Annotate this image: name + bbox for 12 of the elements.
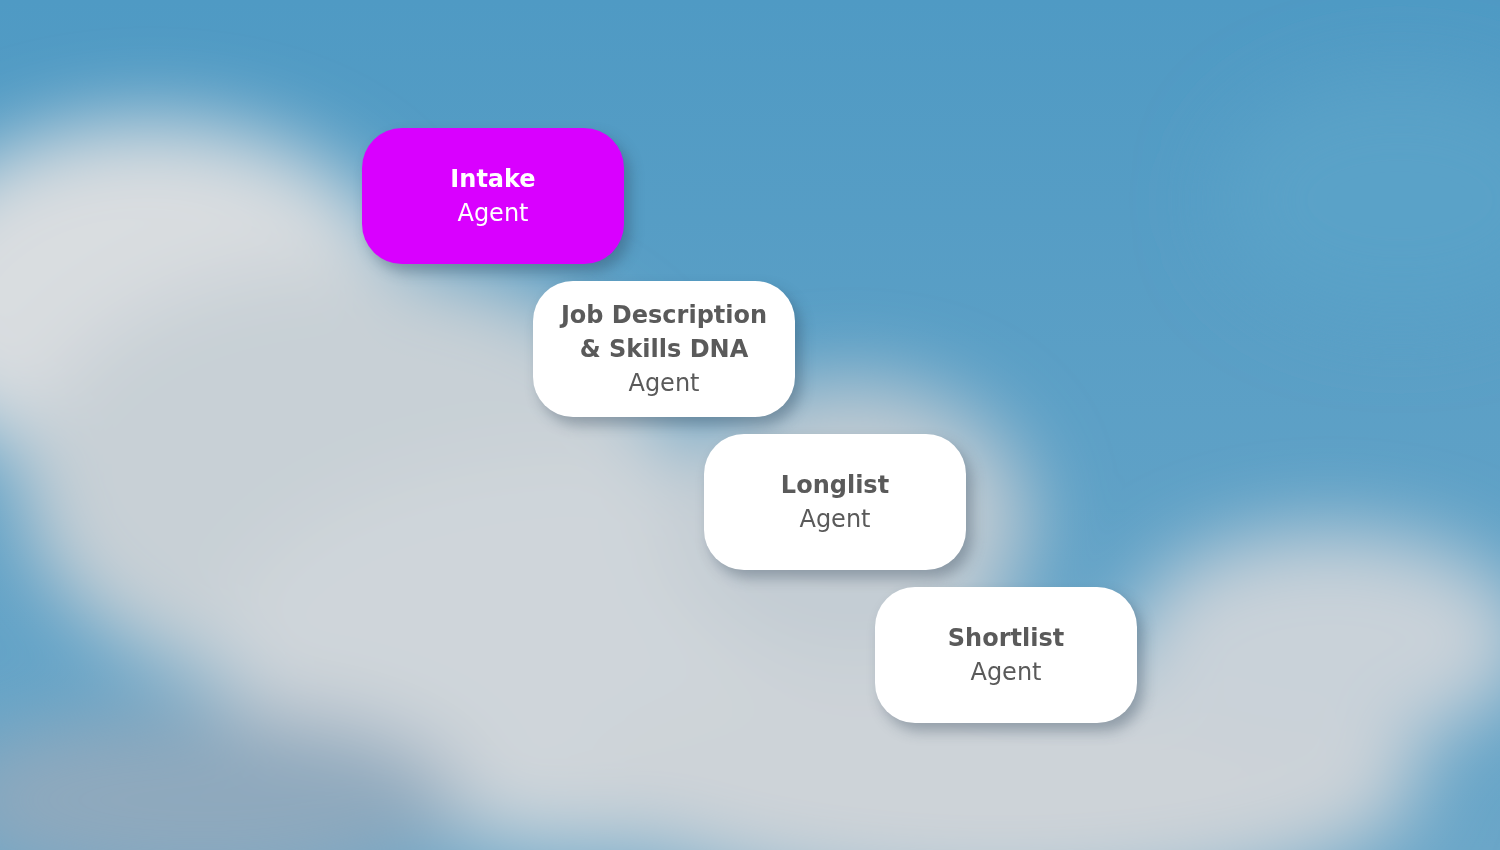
agent-card bbox=[533, 281, 795, 417]
agent-label: Agent bbox=[457, 198, 529, 229]
agent-card bbox=[875, 587, 1137, 723]
agent-label: Agent bbox=[628, 368, 700, 399]
agent-card bbox=[362, 128, 624, 264]
agent-name: Shortlist bbox=[947, 623, 1065, 654]
agent-label: Agent bbox=[799, 504, 871, 535]
agent-name: Longlist bbox=[780, 470, 890, 501]
agent-name: Intake bbox=[450, 164, 536, 195]
agent-label: Agent bbox=[970, 657, 1042, 688]
agent-card bbox=[704, 434, 966, 570]
agent-name: Job Description & Skills DNA bbox=[558, 300, 769, 365]
